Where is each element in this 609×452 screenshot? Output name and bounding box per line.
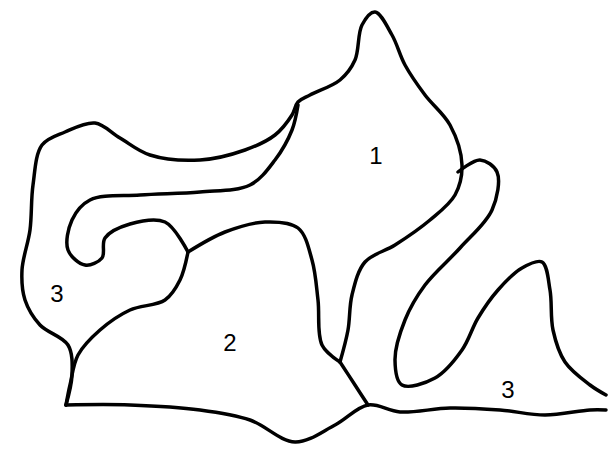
region-number: 3 [501,378,514,402]
region-number: 3 [50,282,63,306]
region-boundary [188,222,340,362]
region-boundary [66,252,188,405]
region-boundary [340,362,368,405]
region-boundary [67,105,298,265]
region-number: 2 [223,331,236,355]
region-boundary [395,160,606,395]
region-number: 1 [369,144,382,168]
region-boundary [66,405,606,442]
